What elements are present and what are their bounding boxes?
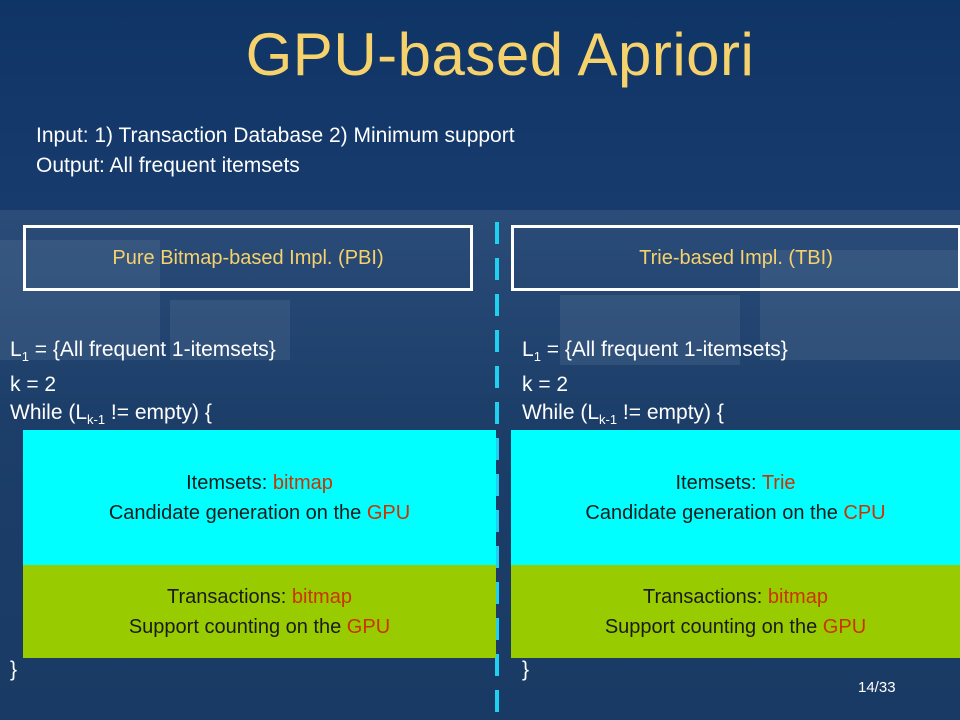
- tbi-transactions-line: Transactions: bitmap: [511, 582, 960, 612]
- label-text: Support counting on the: [604, 615, 823, 638]
- label-text: Itemsets:: [675, 471, 762, 494]
- tbi-support-line: Support counting on the GPU: [511, 612, 960, 642]
- pbi-header: Pure Bitmap-based Impl. (PBI): [23, 225, 473, 291]
- column-divider: [495, 222, 499, 720]
- pbi-itemsets-box: Itemsets: bitmap Candidate generation on…: [23, 430, 496, 565]
- background-building: [760, 250, 960, 360]
- highlight-text: bitmap: [767, 585, 828, 608]
- code-text: = {All frequent 1-itemsets}: [28, 338, 276, 361]
- pbi-code-line2: k = 2: [10, 373, 57, 397]
- label-text: Support counting on the: [128, 615, 347, 638]
- background-building: [0, 240, 160, 360]
- code-text: While (L: [10, 401, 88, 425]
- pbi-itemsets-line: Itemsets: bitmap: [23, 468, 496, 498]
- pbi-header-label: Pure Bitmap-based Impl. (PBI): [112, 246, 384, 269]
- output-text: Output: All frequent itemsets: [36, 154, 300, 177]
- tbi-header-label: Trie-based Impl. (TBI): [639, 246, 833, 269]
- background-building: [560, 295, 740, 365]
- code-subscript: 1: [21, 349, 29, 365]
- highlight-text: GPU: [366, 501, 411, 524]
- highlight-text: CPU: [843, 501, 886, 524]
- label-text: Transactions:: [167, 585, 292, 608]
- pbi-support-line: Support counting on the GPU: [23, 612, 496, 642]
- label-text: Candidate generation on the: [108, 501, 367, 524]
- tbi-code-close: }: [522, 658, 530, 681]
- tbi-header: Trie-based Impl. (TBI): [511, 225, 960, 291]
- tbi-candidate-line: Candidate generation on the CPU: [511, 498, 960, 528]
- label-text: Candidate generation on the: [585, 501, 844, 524]
- tbi-itemsets-line: Itemsets: Trie: [511, 468, 960, 498]
- code-text: While (L: [522, 401, 600, 425]
- input-text: Input: 1) Transaction Database 2) Minimu…: [36, 124, 515, 147]
- highlight-text: bitmap: [291, 585, 352, 608]
- highlight-text: GPU: [346, 615, 391, 638]
- tbi-code-line2: k = 2: [522, 373, 569, 397]
- pbi-code-line1: L1 = {All frequent 1-itemsets}: [10, 336, 276, 371]
- code-text: L: [522, 338, 534, 361]
- slide-title: GPU-based Apriori: [245, 21, 755, 88]
- code-text: = {All frequent 1-itemsets}: [540, 338, 788, 361]
- code-subscript: k-1: [87, 412, 106, 428]
- code-subscript: k-1: [599, 412, 618, 428]
- background-building: [170, 300, 290, 360]
- page-number: 14/33: [858, 679, 896, 696]
- pbi-code-line3: While (Lk-1 != empty) {: [10, 399, 276, 434]
- tbi-transactions-box: Transactions: bitmap Support counting on…: [511, 565, 960, 658]
- pbi-code: L1 = {All frequent 1-itemsets} k = 2 Whi…: [10, 336, 276, 434]
- pbi-transactions-box: Transactions: bitmap Support counting on…: [23, 565, 496, 658]
- code-text: != empty) {: [105, 401, 212, 425]
- code-text: L: [10, 338, 22, 361]
- tbi-code: L1 = {All frequent 1-itemsets} k = 2 Whi…: [522, 336, 788, 434]
- tbi-itemsets-box: Itemsets: Trie Candidate generation on t…: [511, 430, 960, 565]
- highlight-text: bitmap: [272, 471, 333, 494]
- pbi-code-close: }: [10, 658, 18, 681]
- code-subscript: 1: [533, 349, 541, 365]
- highlight-text: Trie: [761, 471, 796, 494]
- label-text: Transactions:: [643, 585, 768, 608]
- tbi-code-line1: L1 = {All frequent 1-itemsets}: [522, 336, 788, 371]
- highlight-text: GPU: [822, 615, 867, 638]
- tbi-code-line3: While (Lk-1 != empty) {: [522, 399, 788, 434]
- pbi-candidate-line: Candidate generation on the GPU: [23, 498, 496, 528]
- code-text: != empty) {: [617, 401, 724, 425]
- pbi-transactions-line: Transactions: bitmap: [23, 582, 496, 612]
- label-text: Itemsets:: [186, 471, 273, 494]
